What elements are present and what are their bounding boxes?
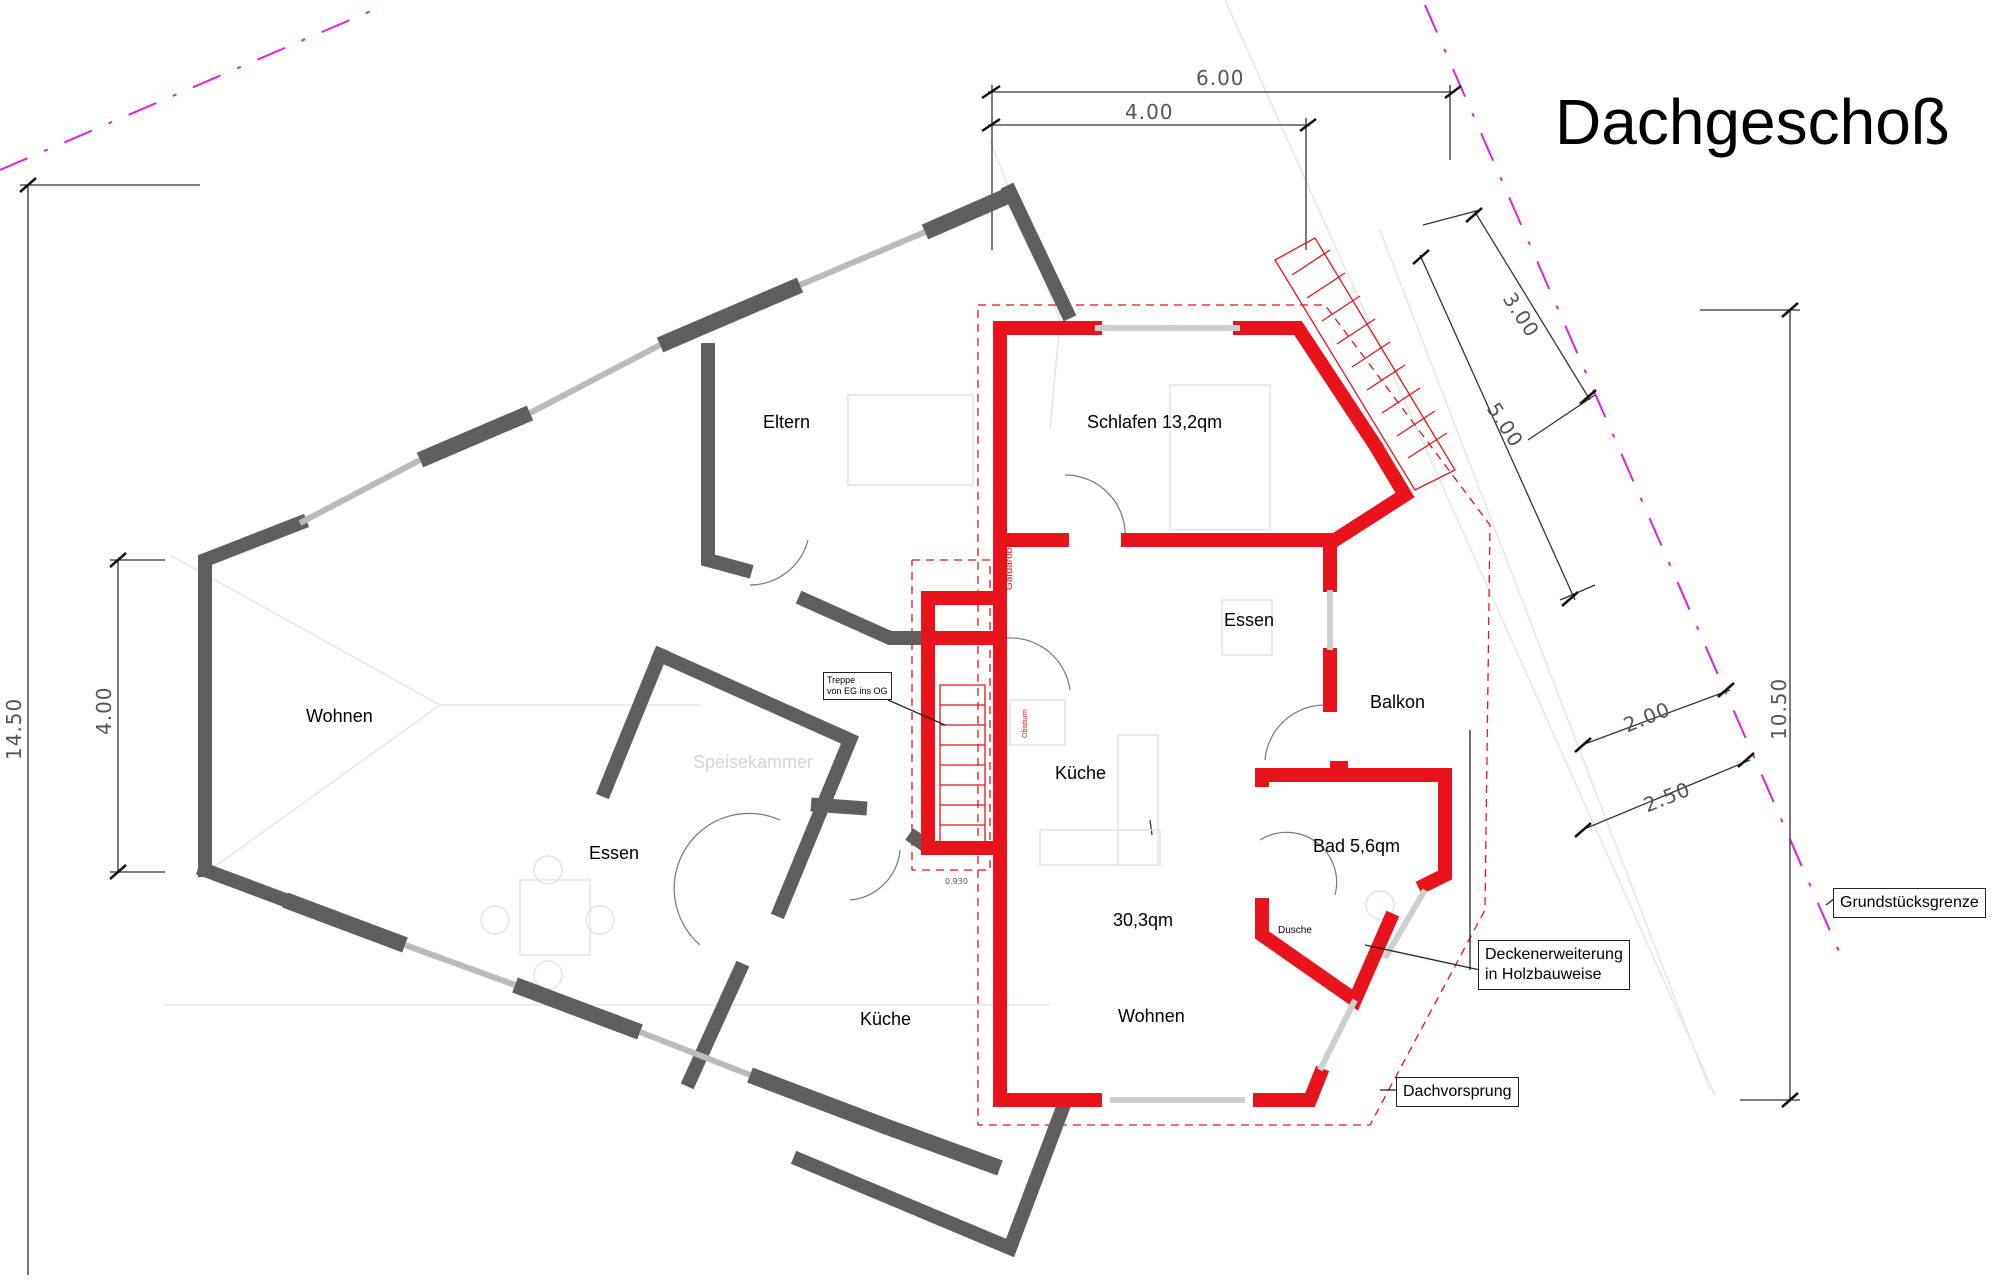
room-label-wohnen-left: Wohnen: [306, 706, 373, 726]
dimension-top-outer: 6.00: [1196, 66, 1245, 90]
callout-decken-line-1: Deckenerweiterung: [1485, 946, 1623, 963]
room-label-gardarobe: Gardarobe: [1004, 542, 1015, 590]
dimension-small: 0.930: [945, 877, 968, 886]
roof-overhang-outline: [911, 304, 1491, 1126]
room-label-eltern: Eltern: [763, 412, 811, 432]
room-label-essen-left: Essen: [589, 843, 640, 863]
dimension-left-inner: 4.00: [92, 686, 116, 735]
room-label-obsdurm: Obsdurm: [1022, 709, 1029, 738]
roof-guide-lines: [165, 0, 1716, 1096]
page-title: Dachgeschoß: [1555, 86, 1950, 158]
existing-windows: [298, 229, 927, 1078]
furniture: [480, 384, 1395, 990]
dimension-top-inner: 4.00: [1125, 100, 1174, 124]
stair-hatch: [939, 237, 1456, 846]
dimension-right-total: 10.50: [1767, 677, 1791, 740]
door-swings: [673, 474, 1338, 946]
existing-walls: [195, 182, 1077, 1258]
existing-exterior-wall-segments: [282, 189, 1009, 1176]
room-label-bad: Bad 5,6qm: [1313, 836, 1401, 856]
room-label-dusche: Dusche: [1278, 925, 1312, 936]
room-label-kueche-right: Küche: [1055, 763, 1107, 783]
callout-treppe: Treppe von EG ins OG: [823, 672, 892, 700]
room-label-wohnen-right: Wohnen: [1118, 1006, 1185, 1026]
dimension-lines: [20, 85, 1800, 1275]
callout-treppe-line-1: Treppe: [827, 675, 856, 685]
new-walls: [921, 321, 1452, 1107]
room-label-area: 30,3qm: [1113, 910, 1174, 930]
callout-deckenerweiterung: Deckenerweiterung in Holzbauweise: [1478, 940, 1630, 990]
room-label-essen-right: Essen: [1224, 610, 1275, 630]
room-label-kueche-left: Küche: [860, 1009, 912, 1029]
new-windows: [1095, 325, 1428, 1103]
dimension-ticks: [19, 84, 1799, 1108]
callout-leaders: [887, 699, 1836, 1091]
callout-dachvorsprung: Dachvorsprung: [1396, 1077, 1519, 1107]
callout-grundstuecksgrenze: Grundstücksgrenze: [1833, 888, 1986, 918]
room-label-schlafen: Schlafen 13,2qm: [1087, 412, 1223, 432]
room-label-speisekammer: Speisekammer: [693, 752, 814, 772]
room-label-balkon: Balkon: [1370, 692, 1426, 712]
callout-decken-line-2: in Holzbauweise: [1485, 966, 1602, 983]
dimension-left-total: 14.50: [2, 697, 26, 760]
callout-treppe-line-2: von EG ins OG: [827, 686, 888, 696]
door-stubs: [1330, 441, 1412, 775]
